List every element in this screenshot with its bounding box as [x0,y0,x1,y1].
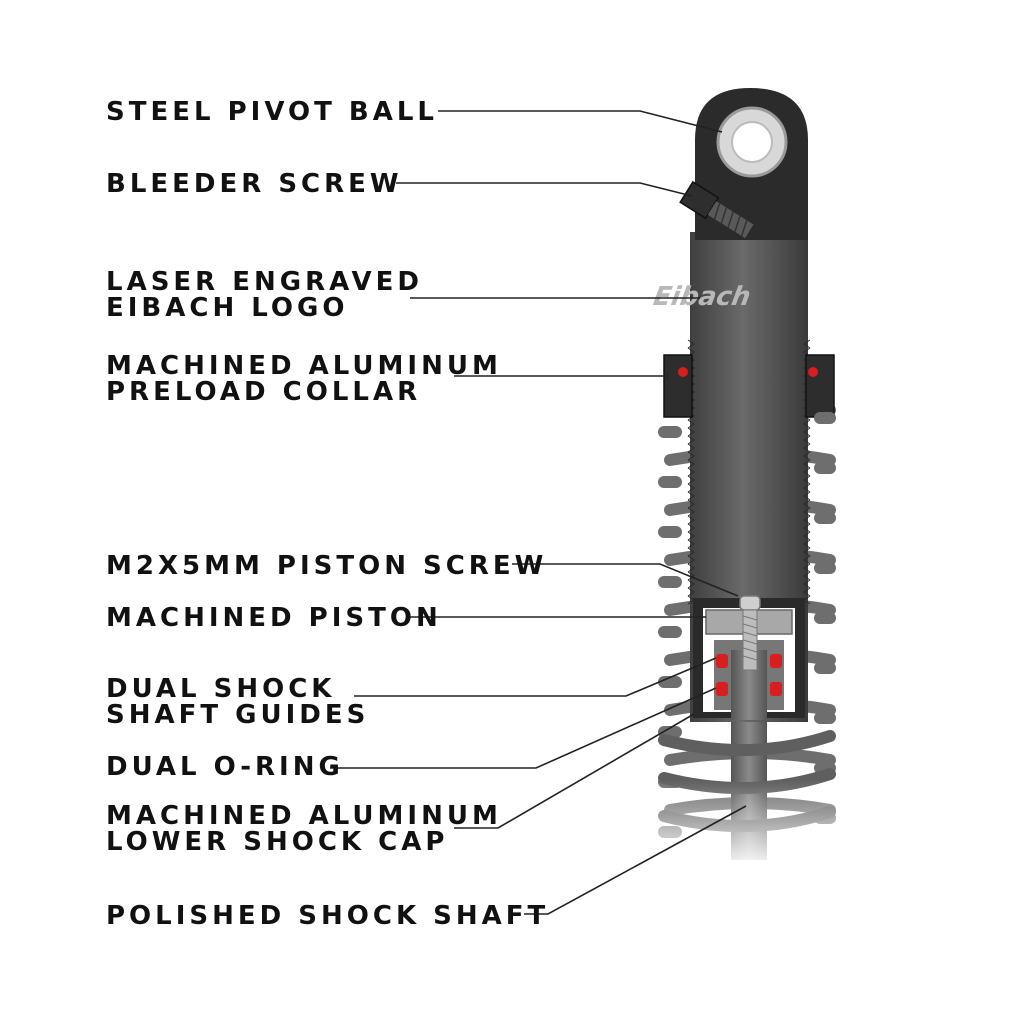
label-machined-piston: MACHINED PISTON [106,603,442,633]
thread-mark-right [803,571,811,581]
thread-mark-left [687,339,695,349]
thread-mark-right [803,523,811,533]
thread-mark-right [803,419,811,429]
thread-mark-left [687,427,695,437]
leader-dual-o-ring [330,687,717,769]
thread-mark-right [803,339,811,349]
thread-mark-left [687,467,695,477]
label-dual-o-ring: DUAL O-RING [106,752,344,782]
thread-mark-right [803,563,811,573]
label-shaft-guides-line-2: SHAFT GUIDES [106,700,369,730]
piston-screw-part [739,595,761,671]
leader-steel-pivot-ball [438,110,723,133]
thread-mark-left [687,499,695,509]
thread-mark-right [803,587,811,597]
thread-mark-right [803,435,811,445]
spring-coil-lower [658,730,836,757]
thread-mark-left [687,507,695,517]
thread-mark-left [687,571,695,581]
thread-mark-right [803,475,811,485]
thread-mark-right [803,443,811,453]
eibach-logo: Eibach [651,282,753,312]
label-shaft-guides-line-1: DUAL SHOCK [106,674,335,704]
thread-mark-left [687,451,695,461]
leader-shaft-guides [354,657,717,697]
thread-mark-left [687,555,695,565]
label-steel-pivot-ball: STEEL PIVOT BALL [106,97,438,127]
label-lower-shock-cap-line-1: MACHINED ALUMINUM [106,801,502,831]
thread-mark-left [687,579,695,589]
bleeder-screw-part [679,180,754,239]
bottom-fade [640,780,860,870]
thread-mark-left [687,547,695,557]
thread-mark-right [803,531,811,541]
thread-mark-left [687,475,695,485]
thread-mark-right [803,507,811,517]
label-preload-collar-line-1: MACHINED ALUMINUM [106,351,502,381]
leader-lower-shock-cap [454,713,695,829]
label-laser-engraved-logo-line-1: LASER ENGRAVED [106,267,423,297]
thread-mark-right [803,491,811,501]
thread-mark-right [803,555,811,565]
leader-lines [330,110,747,915]
thread-mark-right [803,427,811,437]
label-lower-shock-cap-line-2: LOWER SHOCK CAP [106,827,448,857]
thread-mark-left [687,563,695,573]
label-piston-screw: M2X5MM PISTON SCREW [106,551,547,581]
preload-collar-part [663,354,835,418]
thread-mark-right [803,547,811,557]
thread-mark-left [687,491,695,501]
leader-polished-shock-shaft [524,805,747,915]
thread-mark-left [687,539,695,549]
callout-labels: STEEL PIVOT BALL BLEEDER SCREW LASER ENGRA… [106,97,549,931]
label-laser-engraved-logo-line-2: EIBACH LOGO [106,293,348,323]
thread-mark-right [803,451,811,461]
thread-mark-right [803,539,811,549]
thread-mark-right [803,483,811,493]
o-ring-seals [716,654,782,696]
thread-mark-left [687,587,695,597]
thread-mark-right [803,579,811,589]
thread-mark-left [687,483,695,493]
thread-mark-left [687,443,695,453]
thread-mark-left [687,523,695,533]
thread-mark-right [803,515,811,525]
label-preload-collar-line-2: PRELOAD COLLAR [106,377,421,407]
thread-mark-left [687,459,695,469]
thread-mark-left [687,435,695,445]
thread-mark-right [803,459,811,469]
label-polished-shock-shaft: POLISHED SHOCK SHAFT [106,901,549,931]
pivot-hole [731,121,773,163]
thread-mark-left [687,515,695,525]
thread-mark-left [687,419,695,429]
thread-mark-left [687,531,695,541]
leader-bleeder-screw [396,182,693,197]
thread-mark-right [803,499,811,509]
label-bleeder-screw: BLEEDER SCREW [106,169,403,199]
thread-mark-right [803,467,811,477]
leader-piston-screw [512,563,739,597]
